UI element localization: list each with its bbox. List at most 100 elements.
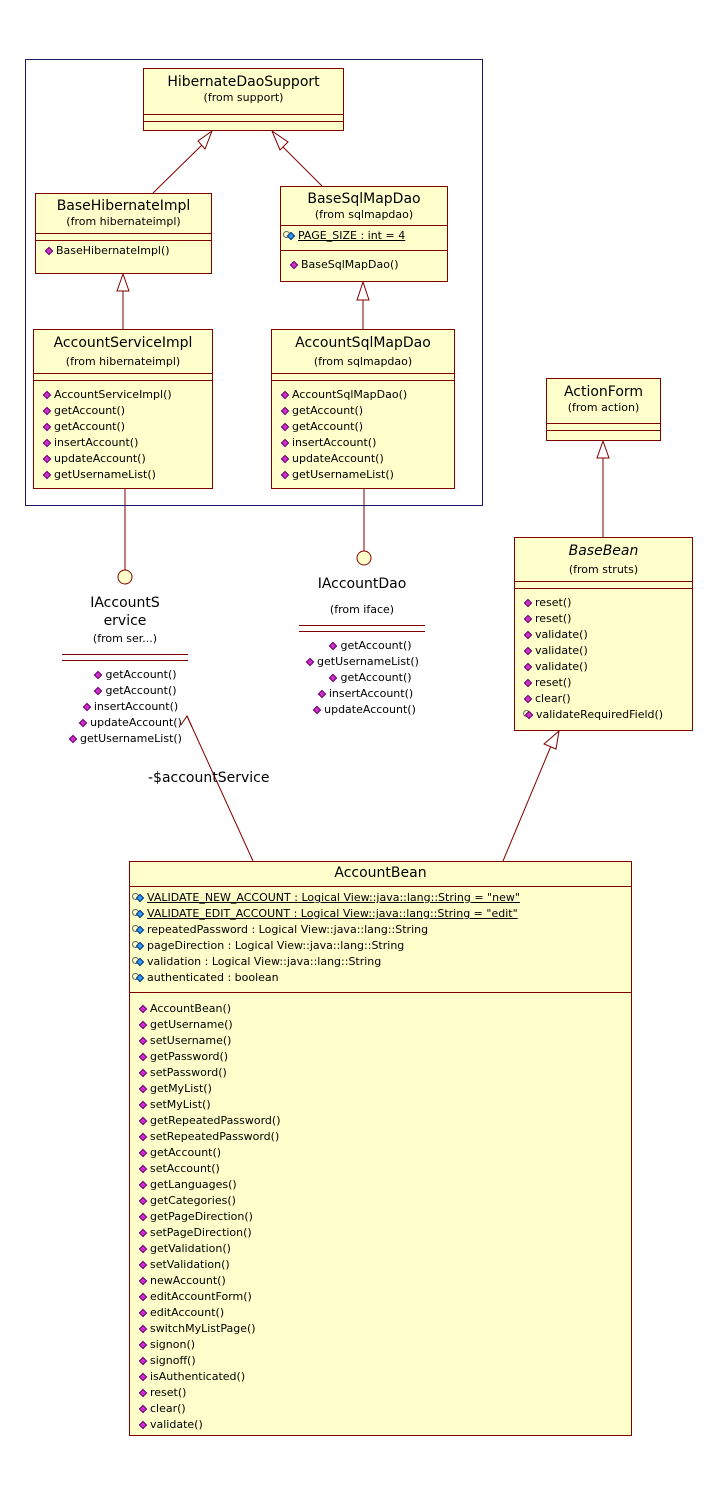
- operation-icon: [138, 1180, 148, 1189]
- operation-item: setPageDirection(): [138, 1225, 631, 1241]
- operation-icon: [138, 1052, 148, 1061]
- operation-icon: [289, 260, 299, 269]
- class-name: ActionForm: [563, 384, 644, 400]
- operation-item: insertAccount(): [299, 686, 425, 702]
- protected-operation-icon: [523, 710, 534, 720]
- operation-icon: [138, 1260, 148, 1269]
- class-base-sql-map-dao[interactable]: BaseSqlMapDao (from sqlmapdao) PAGE_SIZE…: [280, 186, 448, 282]
- operation-icon: [312, 705, 322, 714]
- class-name: BaseHibernateImpl: [56, 198, 191, 214]
- protected-attribute-icon: [132, 909, 145, 919]
- operation-item: updateAccount(): [42, 451, 212, 467]
- operation-icon: [138, 1020, 148, 1029]
- operation-item: getUsernameList(): [280, 467, 454, 483]
- operation-list: AccountServiceImpl() getAccount() getAcc…: [42, 387, 212, 483]
- operation-item: newAccount(): [138, 1273, 631, 1289]
- operation-icon: [523, 630, 533, 639]
- operation-item: clear(): [138, 1401, 631, 1417]
- operation-item: getAccount(): [62, 667, 188, 683]
- operation-icon: [42, 406, 52, 415]
- operation-icon: [138, 1228, 148, 1237]
- operation-icon: [138, 1100, 148, 1109]
- operation-item: getAccount(): [42, 419, 212, 435]
- attribute-item: VALIDATE_EDIT_ACCOUNT : Logical View::ja…: [132, 906, 631, 922]
- operation-item: getAccount(): [62, 683, 188, 699]
- operation-item: setMyList(): [138, 1097, 631, 1113]
- attribute-item: validation : Logical View::java::lang::S…: [132, 954, 631, 970]
- class-base-bean[interactable]: BaseBean (from struts) reset() reset() v…: [514, 537, 693, 731]
- gen-arrow-basehibernate: [197, 129, 214, 150]
- class-action-form[interactable]: ActionForm (from action): [546, 378, 661, 441]
- class-name: BaseSqlMapDao: [307, 191, 421, 207]
- operation-item: getRepeatedPassword(): [138, 1113, 631, 1129]
- interface-package: (from ser...): [92, 632, 158, 645]
- operation-icon: [138, 1372, 148, 1381]
- operation-icon: [138, 1148, 148, 1157]
- gen-edge-accountbean: [502, 745, 552, 862]
- operation-icon: [523, 598, 533, 607]
- class-name: BaseBean: [568, 543, 639, 559]
- gen-arrow-accountbean: [543, 729, 560, 750]
- interface-package: (from iface): [329, 603, 395, 616]
- operation-item: getAccount(): [280, 403, 454, 419]
- class-account-sql-map-dao[interactable]: AccountSqlMapDao (from sqlmapdao) Accoun…: [271, 329, 455, 489]
- operation-list: AccountBean() getUsername() setUsername(…: [138, 1001, 631, 1433]
- operation-item: getAccount(): [138, 1145, 631, 1161]
- operation-item: validate(): [138, 1417, 631, 1433]
- gen-edge-basehibernate: [152, 143, 204, 194]
- operation-icon: [280, 454, 290, 463]
- interface-i-account-service[interactable]: IAccountS ervice (from ser...) getAccoun…: [62, 594, 188, 747]
- operation-icon: [94, 670, 103, 679]
- operation-item: isAuthenticated(): [138, 1369, 631, 1385]
- operation-icon: [138, 1212, 148, 1221]
- operation-icon: [42, 454, 52, 463]
- operation-icon: [42, 422, 52, 431]
- operation-icon: [138, 1164, 148, 1173]
- operation-icon: [138, 1356, 148, 1365]
- attribute-item: repeatedPassword : Logical View::java::l…: [132, 922, 631, 938]
- operation-item: updateAccount(): [62, 715, 188, 731]
- operation-icon: [138, 1132, 148, 1141]
- protected-attribute-icon: [132, 893, 145, 903]
- class-account-service-impl[interactable]: AccountServiceImpl (from hibernateimpl) …: [33, 329, 213, 489]
- operation-icon: [329, 641, 338, 650]
- interface-separator: [62, 654, 188, 661]
- operation-icon: [138, 1068, 148, 1077]
- gen-arrow-basebean: [596, 439, 610, 459]
- gen-edge-basesqlmap: [281, 145, 323, 187]
- operation-item: getUsernameList(): [299, 654, 425, 670]
- class-account-bean[interactable]: AccountBean VALIDATE_NEW_ACCOUNT : Logic…: [129, 861, 632, 1436]
- operation-icon: [138, 1244, 148, 1253]
- operation-item: switchMyListPage(): [138, 1321, 631, 1337]
- operation-icon: [523, 646, 533, 655]
- protected-attribute-icon: [132, 925, 145, 935]
- operation-item: getAccount(): [280, 419, 454, 435]
- operation-icon: [305, 657, 315, 666]
- operation-item: getUsernameList(): [42, 467, 212, 483]
- interface-separator: [299, 625, 425, 632]
- interface-i-account-dao[interactable]: IAccountDao (from iface) getAccount() ge…: [299, 575, 425, 718]
- operation-item: updateAccount(): [299, 702, 425, 718]
- operation-item: setPassword(): [138, 1065, 631, 1081]
- attribute-list: PAGE_SIZE : int = 4: [283, 228, 447, 244]
- operation-icon: [138, 1084, 148, 1093]
- operation-icon: [280, 390, 290, 399]
- attribute-item: VALIDATE_NEW_ACCOUNT : Logical View::jav…: [132, 890, 631, 906]
- operation-icon: [280, 438, 290, 447]
- operation-icon: [523, 694, 533, 703]
- class-package: (from action): [567, 401, 640, 414]
- operation-icon: [280, 406, 290, 415]
- operation-icon: [42, 438, 52, 447]
- operation-item: validate(): [523, 659, 692, 675]
- class-base-hibernate-impl[interactable]: BaseHibernateImpl (from hibernateimpl) B…: [35, 193, 212, 274]
- interface-name-line1: IAccountS: [90, 595, 160, 611]
- class-package: (from hibernateimpl): [66, 215, 181, 228]
- operation-item: insertAccount(): [62, 699, 188, 715]
- class-hibernate-dao-support[interactable]: HibernateDaoSupport (from support): [143, 68, 344, 131]
- operation-item: editAccountForm(): [138, 1289, 631, 1305]
- operation-item: getCategories(): [138, 1193, 631, 1209]
- operation-icon: [82, 702, 92, 711]
- operation-item: AccountServiceImpl(): [42, 387, 212, 403]
- operation-item: getValidation(): [138, 1241, 631, 1257]
- iface-lollipop-service: [117, 569, 133, 585]
